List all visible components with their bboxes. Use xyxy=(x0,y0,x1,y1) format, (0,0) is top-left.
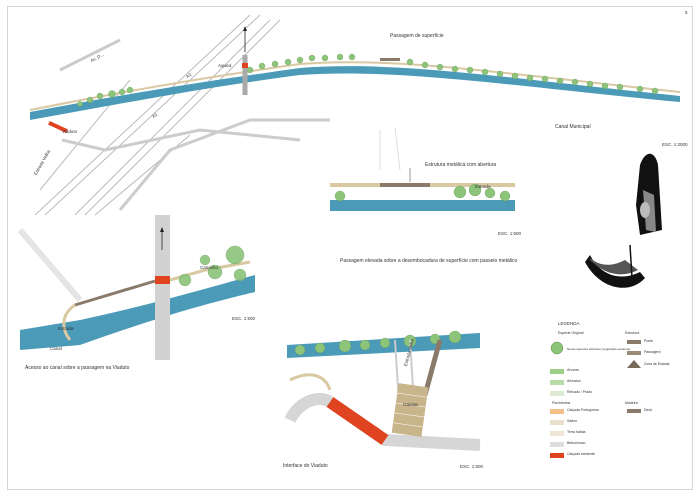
detail-left-bridge xyxy=(74,279,156,307)
viaduct-highlight xyxy=(48,120,68,134)
crossing-highlight xyxy=(242,63,248,68)
legend-veg-head: Espécie Original xyxy=(558,331,584,335)
sheet-frame xyxy=(7,6,693,490)
detail-left-highlight xyxy=(155,276,170,284)
detail-bottom-highlight xyxy=(326,397,389,445)
legend-urban-0: Ponte xyxy=(644,339,654,343)
legend-symbols xyxy=(550,340,641,458)
label-statue: Estrutura metálica com abertura xyxy=(425,162,497,168)
page-number: 5 xyxy=(685,10,688,15)
label-left-trail: Caminho xyxy=(200,265,219,270)
scale-overview: ESC. 1:2000 xyxy=(662,142,688,147)
scale-detail-bottom: ESC. 1:500 xyxy=(460,464,484,469)
detail-left-caption: Acesso ao canal sobre a passagem na Viad… xyxy=(25,365,130,371)
legend-title: LEGENDA xyxy=(558,321,580,326)
label-canal: Canal Municipal xyxy=(555,124,591,130)
label-left-road: Estrada xyxy=(58,326,74,331)
scale-detail-left: ESC. 1:500 xyxy=(232,316,256,321)
legend-green-0: Árvores xyxy=(567,368,580,372)
legend-urban-2: Zona de Estadia xyxy=(644,362,670,366)
legend-green-1: Arbustos xyxy=(567,379,581,383)
legend-paths-head: Pavimentos xyxy=(552,401,571,405)
figure-illustration xyxy=(636,153,662,235)
legend-path-3: Betuminoso xyxy=(567,441,586,445)
canal-vegetation xyxy=(77,53,659,107)
section-water xyxy=(330,200,515,211)
scale-section: ESC. 1:500 xyxy=(498,231,522,236)
label-aqueduct: Aqued. xyxy=(218,63,233,68)
legend-path-4: Calçada existente xyxy=(567,452,595,456)
bridge-overview xyxy=(380,58,400,61)
label-bottom-plaza: Gaiolas xyxy=(403,402,419,407)
detail-left-panel xyxy=(17,215,255,360)
legend-veg-note: Novas espécies arbóreas (vegetação exist… xyxy=(567,347,631,351)
legend-path-1: Saibro xyxy=(567,419,578,423)
boat-illustration xyxy=(585,244,645,288)
legend-urban-head: Estrutura xyxy=(625,331,640,335)
detail-bottom-plaza xyxy=(391,383,429,437)
legend-path-0: Calçada Portuguesa xyxy=(567,408,599,412)
detail-left-water xyxy=(20,275,255,350)
section-panel xyxy=(330,127,515,211)
label-viaduct: Viaduto xyxy=(62,129,78,134)
legend-urban-1: Passagem xyxy=(644,350,661,354)
detail-bottom-panel xyxy=(284,330,481,451)
canal-water xyxy=(30,66,680,120)
local-roads xyxy=(59,38,330,211)
detail-bottom-walkway xyxy=(422,339,443,396)
section-caption: Passagem elevada sobre a desembocadura d… xyxy=(340,258,518,264)
section-bridge xyxy=(380,183,430,187)
legend-path-2: Terra batida xyxy=(567,430,586,434)
legend-wood-0: Deck xyxy=(644,408,652,412)
label-left-canal: Canal xyxy=(50,346,62,351)
detail-left-road xyxy=(155,215,170,360)
label-section-road: Estrada xyxy=(475,184,491,189)
legend-green-2: Relvado / Prado xyxy=(567,390,593,394)
label-plan-top: Passagem de superfície xyxy=(390,33,444,39)
legend-wood-head: Madeira xyxy=(625,401,638,405)
detail-bottom-caption: Interface do Viaduto xyxy=(283,463,328,469)
